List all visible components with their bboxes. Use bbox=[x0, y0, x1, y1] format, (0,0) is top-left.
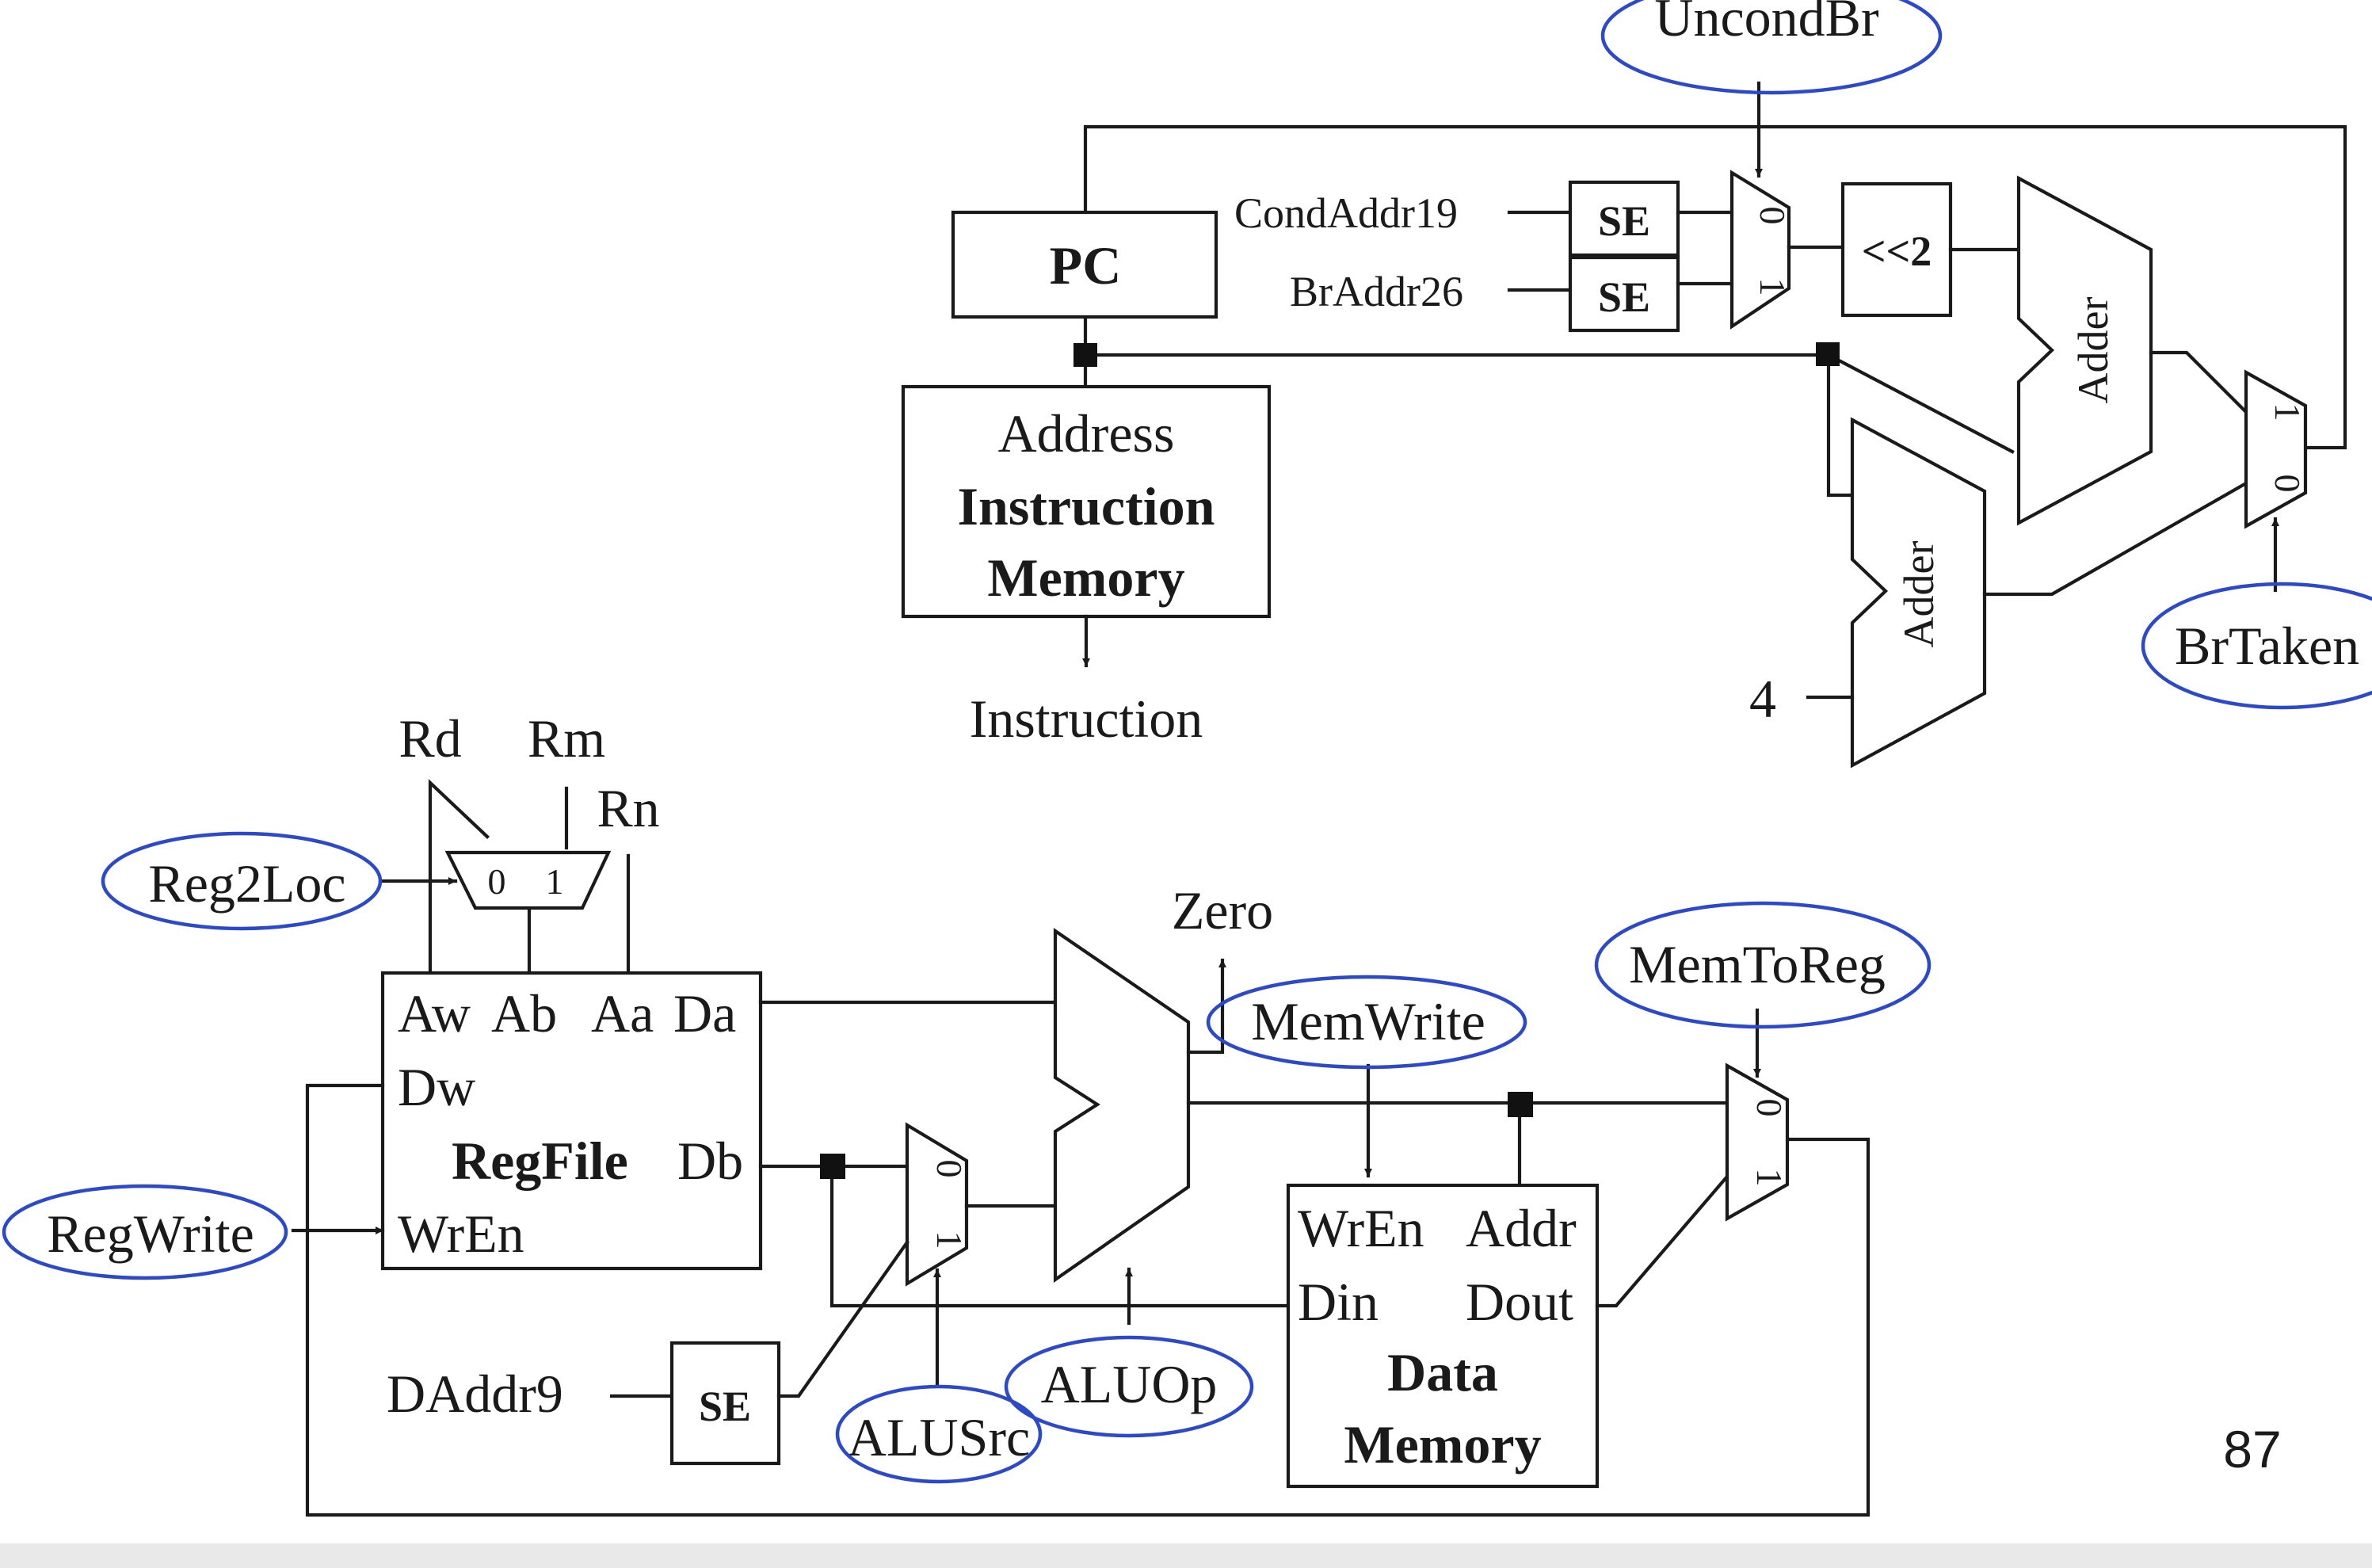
pc-plus4-adder: Adder bbox=[1850, 417, 1987, 769]
svg-text:UncondBr: UncondBr bbox=[1654, 0, 1879, 48]
svg-text:BrTaken: BrTaken bbox=[2175, 616, 2359, 676]
rm-label: Rm bbox=[528, 708, 605, 769]
register-file: Aw Ab Aa Da Dw RegFile Db WrEn bbox=[380, 971, 763, 1271]
svg-text:0: 0 bbox=[1749, 1099, 1790, 1117]
junction-dot bbox=[820, 1154, 845, 1179]
svg-text:RegWrite: RegWrite bbox=[47, 1204, 254, 1264]
page-number: 87 bbox=[2223, 1420, 2281, 1478]
svg-text:0: 0 bbox=[488, 861, 506, 902]
svg-text:Aa: Aa bbox=[591, 983, 654, 1043]
zero-label: Zero bbox=[1172, 880, 1273, 940]
br-taken-mux: 1 0 bbox=[2244, 369, 2308, 529]
sign-extend-br: SE bbox=[1568, 255, 1680, 333]
reg-write-control: RegWrite bbox=[2, 1184, 288, 1280]
rd-label: Rd bbox=[399, 708, 461, 769]
pc-wire-out bbox=[1083, 315, 2015, 498]
junction-dot bbox=[1074, 343, 1097, 367]
svg-text:SE: SE bbox=[1598, 197, 1650, 245]
instruction-memory: Address Instruction Memory bbox=[901, 384, 1272, 619]
svg-text:Addr: Addr bbox=[1466, 1198, 1577, 1258]
mem-to-reg-control: MemToReg bbox=[1594, 901, 1932, 1029]
cond-addr-label: CondAddr19 bbox=[1234, 189, 1458, 237]
uncond-br-mux: 0 1 bbox=[1729, 170, 1793, 330]
svg-text:Da: Da bbox=[673, 983, 736, 1043]
bottom-bar bbox=[0, 1543, 2372, 1568]
svg-text:Dw: Dw bbox=[398, 1057, 475, 1117]
instruction-memory-title: Instruction bbox=[958, 476, 1215, 536]
data-memory-title: Data bbox=[1387, 1342, 1498, 1402]
regfile-title: RegFile bbox=[452, 1131, 628, 1191]
address-label: Address bbox=[998, 403, 1175, 464]
svg-text:SE: SE bbox=[1598, 273, 1650, 321]
pc-register: PC bbox=[951, 210, 1218, 319]
shift-left-2: <<2 bbox=[1840, 181, 1953, 318]
mem-to-reg-mux: 0 1 bbox=[1725, 1063, 1790, 1222]
alu-src-control: ALUSrc bbox=[835, 1384, 1043, 1484]
svg-text:Dout: Dout bbox=[1466, 1272, 1573, 1332]
svg-text:Adder: Adder bbox=[2069, 297, 2117, 404]
svg-text:1: 1 bbox=[1752, 278, 1793, 296]
feedback-wire-top bbox=[1083, 124, 2347, 450]
alu-op-control: ALUOp bbox=[1004, 1335, 1254, 1438]
junction-dot bbox=[1508, 1092, 1533, 1117]
uncond-br-control: UncondBr bbox=[1600, 0, 1943, 95]
junction-dot bbox=[1816, 342, 1840, 366]
alu-src-mux: 0 1 bbox=[905, 1122, 970, 1287]
reg2loc-control: Reg2Loc bbox=[101, 831, 383, 931]
svg-text:ALUSrc: ALUSrc bbox=[848, 1407, 1030, 1467]
svg-text:WrEn: WrEn bbox=[398, 1204, 524, 1264]
pc-label: PC bbox=[1050, 235, 1122, 296]
br-addr-label: BrAddr26 bbox=[1290, 268, 1463, 315]
data-memory: WrEn Addr Din Dout Data Memory bbox=[1286, 1183, 1600, 1489]
svg-text:WrEn: WrEn bbox=[1298, 1198, 1424, 1258]
sign-extend-cond: SE bbox=[1568, 180, 1680, 258]
instruction-memory-title2: Memory bbox=[987, 547, 1184, 608]
svg-text:Reg2Loc: Reg2Loc bbox=[148, 853, 345, 914]
data-memory-title2: Memory bbox=[1344, 1414, 1541, 1475]
svg-text:Aw: Aw bbox=[398, 983, 471, 1043]
svg-text:MemToReg: MemToReg bbox=[1629, 934, 1886, 994]
instruction-output-label: Instruction bbox=[970, 689, 1203, 749]
svg-text:SE: SE bbox=[699, 1383, 751, 1430]
branch-adder: Adder bbox=[2016, 175, 2153, 526]
svg-text:Ab: Ab bbox=[491, 983, 557, 1043]
alu bbox=[1053, 928, 1191, 1284]
svg-text:MemWrite: MemWrite bbox=[1251, 991, 1485, 1051]
svg-text:0: 0 bbox=[1752, 207, 1793, 225]
reg-input-wires bbox=[428, 779, 631, 975]
svg-text:ALUOp: ALUOp bbox=[1041, 1354, 1218, 1414]
svg-text:1: 1 bbox=[929, 1231, 970, 1249]
reg2loc-mux: 0 1 bbox=[444, 850, 612, 910]
svg-text:Adder: Adder bbox=[1895, 541, 1943, 648]
daddr-label: DAddr9 bbox=[387, 1364, 563, 1424]
rn-label: Rn bbox=[597, 778, 659, 838]
svg-text:0: 0 bbox=[929, 1160, 970, 1178]
svg-text:1: 1 bbox=[546, 861, 564, 902]
svg-text:1: 1 bbox=[2267, 403, 2308, 422]
svg-text:Din: Din bbox=[1298, 1272, 1379, 1332]
svg-text:1: 1 bbox=[1749, 1169, 1790, 1187]
svg-text:<<2: <<2 bbox=[1862, 227, 1932, 275]
svg-text:Db: Db bbox=[677, 1131, 743, 1191]
br-taken-control: BrTaken bbox=[2141, 582, 2372, 710]
svg-text:0: 0 bbox=[2267, 475, 2308, 493]
sign-extend-daddr: SE bbox=[669, 1341, 781, 1466]
mem-write-control: MemWrite bbox=[1206, 975, 1527, 1070]
constant-four: 4 bbox=[1749, 669, 1776, 729]
